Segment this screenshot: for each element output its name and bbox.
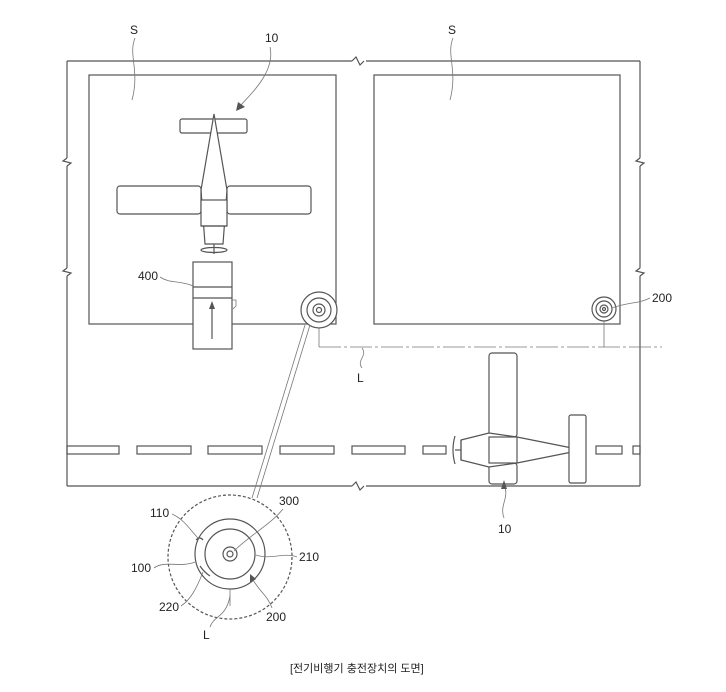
aircraft-parked — [116, 113, 312, 254]
taxiway-centerline — [66, 445, 641, 455]
detail-label-300: 300 — [279, 494, 299, 508]
aircraft-taxiing — [452, 352, 587, 485]
aircraft-label-top: 10 — [265, 31, 279, 45]
charger-400 — [192, 261, 237, 350]
stand-label-left: S — [130, 23, 138, 37]
apron-boundary — [61, 55, 646, 492]
charger-label-200-top: 200 — [652, 291, 672, 305]
charger-label-400: 400 — [138, 269, 158, 283]
ground-charger-right — [591, 296, 617, 322]
detail-label-200: 200 — [266, 610, 286, 624]
detail-label-110: 110 — [150, 506, 169, 520]
figure-caption: [전기비행기 충전장치의 도면] — [290, 662, 424, 675]
detail-label-L: L — [203, 628, 210, 642]
ground-charger-left — [300, 291, 338, 329]
detail-label-100: 100 — [131, 561, 151, 575]
detail-label-210: 210 — [299, 550, 319, 564]
line-label-L: L — [357, 371, 364, 385]
detail-label-220: 220 — [159, 600, 179, 614]
aircraft-label-bottom: 10 — [498, 522, 512, 536]
parking-stand-right — [373, 74, 621, 325]
stand-label-right: S — [448, 23, 456, 37]
